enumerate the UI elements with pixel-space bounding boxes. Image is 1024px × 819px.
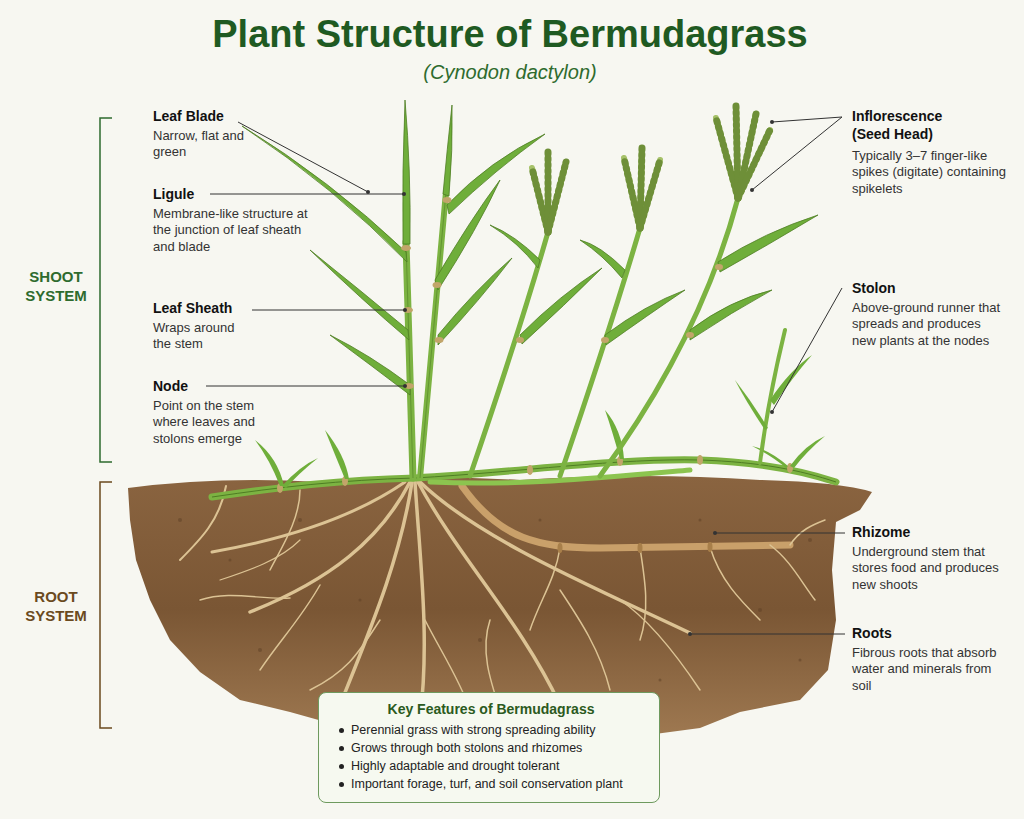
part-name: Leaf Blade (153, 108, 243, 126)
group-label: ROOT SYSTEM (16, 588, 96, 626)
stem-nodes (401, 197, 723, 389)
part-name: Leaf Sheath (153, 300, 253, 318)
part-name: Stolon (852, 280, 952, 298)
part-name: Node (153, 378, 213, 396)
part-name: Ligule (153, 186, 213, 204)
part-name: Inflorescence (Seed Head) (852, 108, 977, 143)
leaf-blades (242, 100, 818, 395)
bullet-dot (339, 764, 344, 769)
bullet-item: Highly adaptable and drought tolerant (337, 757, 645, 775)
part-description: Above-ground runner that spreads and pro… (852, 300, 1002, 349)
shoot-bracket (100, 118, 112, 462)
part-description: Typically 3–7 finger-like spikes (digita… (852, 148, 1017, 197)
box-heading: Key Features of Bermudagrass (337, 701, 645, 717)
part-description: Narrow, flat and green (153, 128, 253, 161)
part-description: Wraps around the stem (153, 320, 253, 353)
bullet-dot (339, 728, 344, 733)
soil (128, 476, 872, 742)
part-description: Underground stem that stores food and pr… (852, 544, 1007, 593)
part-description: Fibrous roots that absorb water and mine… (852, 645, 1007, 694)
leader-lines (206, 117, 845, 634)
part-description: Membrane-like structure at the junction … (153, 206, 318, 255)
leader-dots (366, 120, 774, 636)
diagram-title: Plant Structure of Bermudagrass (0, 14, 1020, 56)
bullet-item: Important forage, turf, and soil conserv… (337, 775, 645, 793)
stems (406, 192, 738, 478)
bullet-dot (339, 782, 344, 787)
rhizome (462, 486, 825, 640)
stolon (212, 330, 836, 497)
bullet-dot (339, 746, 344, 751)
group-label: SHOOT SYSTEM (16, 268, 96, 306)
roots (180, 482, 700, 718)
part-name: Roots (852, 625, 952, 643)
seed-heads (532, 106, 770, 232)
subtitle: (Cynodon dactylon) (0, 60, 1020, 85)
part-description: Point on the stem where leaves and stolo… (153, 398, 293, 447)
info-box: Key Features of BermudagrassPerennial gr… (318, 692, 660, 803)
bullet-item: Grows through both stolons and rhizomes (337, 739, 645, 757)
root-bracket (100, 482, 112, 728)
bullet-item: Perennial grass with strong spreading ab… (337, 721, 645, 739)
part-name: Rhizome (852, 524, 952, 542)
